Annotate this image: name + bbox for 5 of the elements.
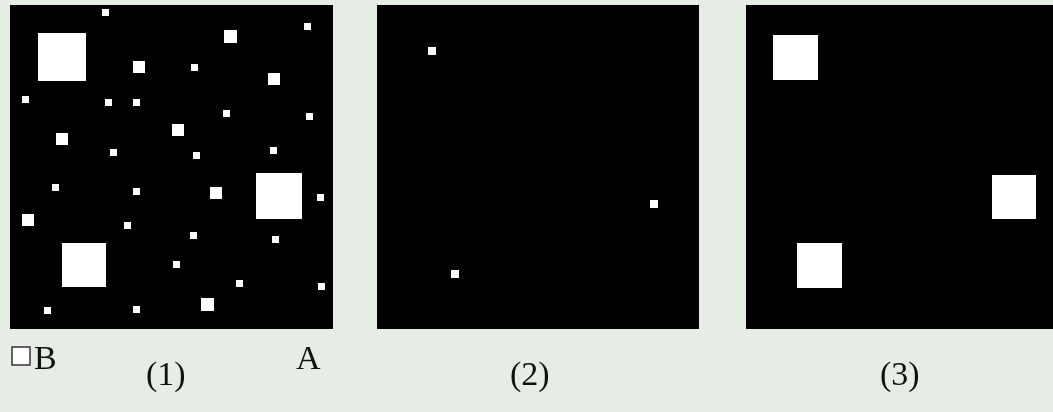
panel-number: (3) xyxy=(880,356,920,392)
letter-label: A xyxy=(296,340,321,376)
panel-number: (1) xyxy=(146,356,186,392)
panel-number: (2) xyxy=(510,356,550,392)
letter-label: B xyxy=(34,340,57,376)
